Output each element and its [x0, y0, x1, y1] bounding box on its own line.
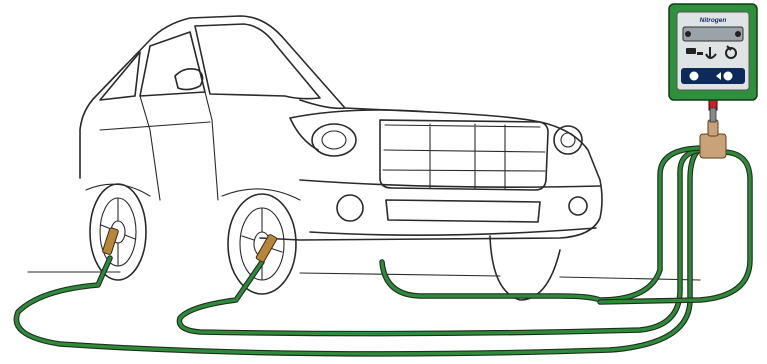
- hose-to-front-tire-fill: [179, 150, 706, 334]
- hose-to-rear-tire: [16, 145, 716, 354]
- suv-side-mirror: [175, 69, 203, 90]
- suv-side-window-rear: [100, 52, 140, 100]
- manifold-fitting: [700, 120, 726, 158]
- hose-to-front-tire: [179, 150, 706, 334]
- suv-foglight-right: [569, 197, 587, 215]
- suv-front-wheel: [228, 194, 296, 294]
- suv-grille: [380, 120, 548, 190]
- power-button-icon[interactable]: [689, 71, 699, 81]
- suv-right-wheel: [490, 236, 560, 300]
- suv-vehicle: [80, 16, 602, 300]
- nitrogen-inflator-device: Nitrogen: [669, 4, 757, 100]
- suv-side-window-front: [140, 32, 205, 96]
- suv-windshield: [195, 24, 320, 99]
- device-brand-label: Nitrogen: [700, 17, 727, 24]
- suv-headlight-right-inner: [561, 133, 575, 147]
- suv-foglight-left: [337, 195, 363, 221]
- hose-network: [16, 145, 750, 354]
- device-screen: [683, 27, 743, 41]
- suv-body-outline: [80, 16, 602, 240]
- device-screen-button-right[interactable]: [735, 31, 741, 37]
- hose-to-rear-tire-fill: [16, 145, 716, 354]
- device-screen-button-left[interactable]: [685, 31, 691, 37]
- suv-headlight-left: [312, 124, 356, 156]
- tire-chuck-rear: [102, 227, 119, 255]
- dial-icon[interactable]: [723, 71, 733, 81]
- suv-headlight-left-inner: [322, 131, 346, 149]
